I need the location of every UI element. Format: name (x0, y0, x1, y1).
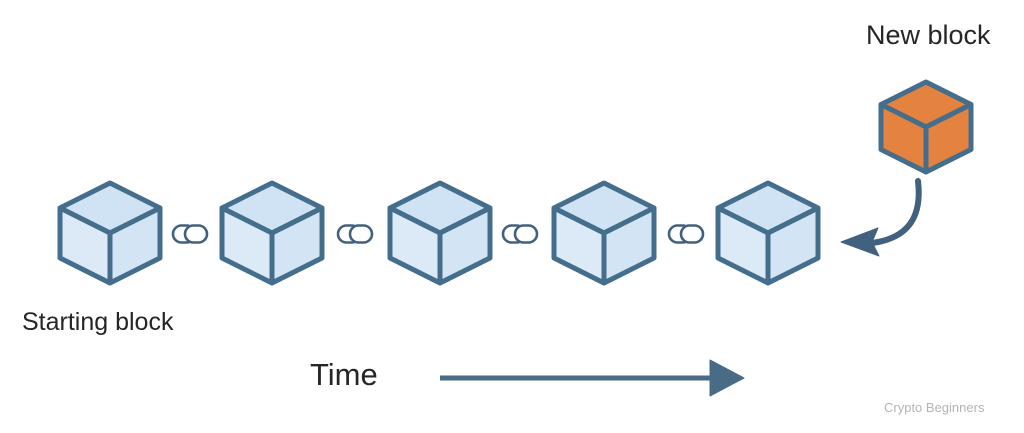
new-block-label: New block (866, 20, 991, 50)
chain-link-icon-1 (171, 224, 209, 244)
starting-block-label: Starting block (22, 308, 174, 336)
time-axis-label: Time (310, 357, 378, 392)
chain-link-icon-4 (667, 224, 705, 244)
block-cube-4[interactable] (554, 183, 654, 283)
attach-arrow (840, 178, 922, 257)
time-arrow (440, 359, 745, 397)
watermark-text: Crypto Beginners (884, 400, 985, 415)
block-cube-5[interactable] (718, 183, 818, 283)
block-cube-2[interactable] (222, 183, 322, 283)
chain-link-icon-3 (501, 224, 539, 244)
block-cube-1[interactable] (60, 183, 160, 283)
new-block-cube[interactable] (881, 82, 971, 172)
block-cube-3[interactable] (390, 183, 490, 283)
chain-link-icon-2 (336, 224, 374, 244)
